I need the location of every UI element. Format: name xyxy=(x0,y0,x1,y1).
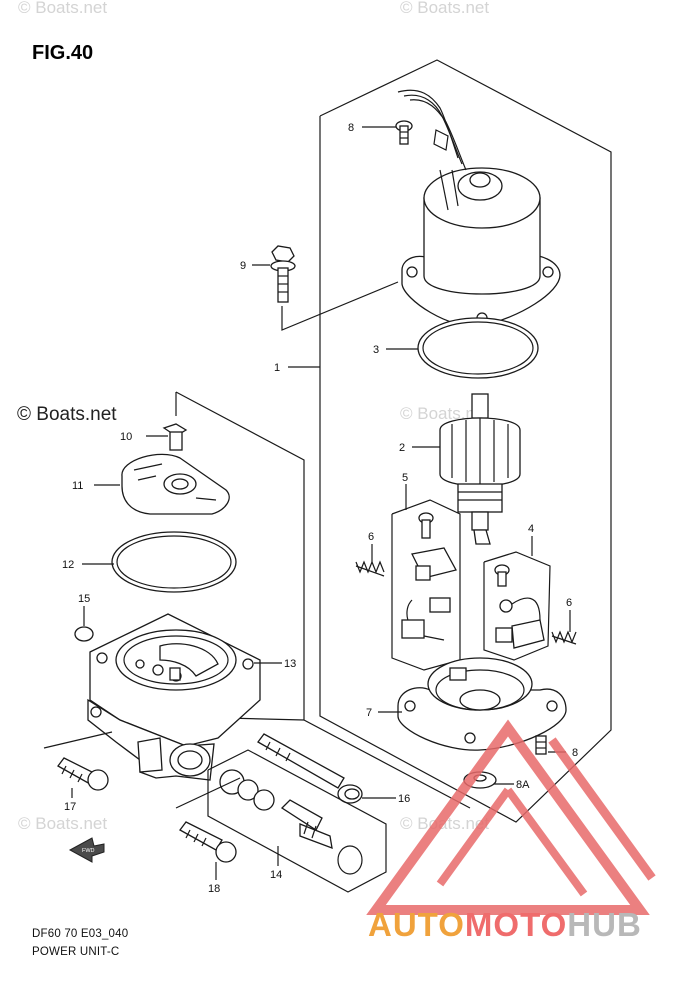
callout-10: 10 xyxy=(120,431,132,443)
callout-9: 9 xyxy=(240,260,246,272)
callout-7: 7 xyxy=(366,707,372,719)
watermark-left-dark: © Boats.net xyxy=(17,404,117,425)
callout-12: 12 xyxy=(62,559,74,571)
callout-14: 14 xyxy=(270,869,282,881)
brand-part-hub: HUB xyxy=(567,906,642,943)
callout-13: 13 xyxy=(284,658,296,670)
brand-part-auto: AUTO xyxy=(368,906,465,943)
brush-holder-5 xyxy=(391,499,461,671)
callout-16: 16 xyxy=(398,793,410,805)
callout-11: 11 xyxy=(72,480,83,492)
callout-4: 4 xyxy=(528,523,534,535)
callout-labels: 8 9 1 3 2 5 4 6 6 7 8 8A 10 11 12 15 13 … xyxy=(62,122,578,895)
callout-2: 2 xyxy=(399,442,405,454)
motor-housing xyxy=(397,89,561,327)
cover-11 xyxy=(121,453,230,515)
fwd-label: FWD xyxy=(82,848,95,854)
callout-8-top: 8 xyxy=(348,122,354,134)
bolt-9 xyxy=(270,245,296,303)
callout-1: 1 xyxy=(274,362,280,374)
watermark-top-center: © Boats.net xyxy=(400,0,490,17)
brand-wordmark: AUTOMOTOHUB xyxy=(368,906,642,944)
fwd-arrow-icon: FWD xyxy=(68,837,105,863)
bolt-16 xyxy=(257,733,363,804)
assembly-frame-1 xyxy=(319,59,612,823)
spring-6-left xyxy=(355,560,385,577)
armature-2 xyxy=(439,393,521,545)
o-ring-12 xyxy=(111,531,237,593)
bolt-8-lower xyxy=(535,735,547,755)
valve-group-14 xyxy=(207,749,387,893)
diagram-code: DF60 70 E03_040 xyxy=(32,928,129,940)
pump-housing-13 xyxy=(87,613,261,781)
brand-part-moto: MOTO xyxy=(464,906,568,943)
spring-6-right xyxy=(551,630,577,645)
leader-9-to-flange xyxy=(281,281,399,331)
callout-3: 3 xyxy=(373,344,379,356)
brush-holder-4 xyxy=(483,551,551,661)
pin-10 xyxy=(162,423,188,451)
watermark-top-left: © Boats.net xyxy=(18,0,108,17)
bolt-18 xyxy=(175,777,241,863)
bolt-17 xyxy=(43,731,113,791)
assembly-frame-left xyxy=(175,391,471,809)
callout-15: 15 xyxy=(78,593,90,605)
bolt-8-top xyxy=(395,120,413,145)
brand-logo-icon xyxy=(366,719,656,915)
callout-17: 17 xyxy=(64,801,76,813)
callout-6-right: 6 xyxy=(566,597,572,609)
diagram-subtitle: POWER UNIT-C xyxy=(32,946,120,958)
callout-8-lower: 8 xyxy=(572,747,578,759)
callout-6-left: 6 xyxy=(368,531,374,543)
figure-title: FIG.40 xyxy=(32,42,94,64)
end-cap-7 xyxy=(397,657,567,751)
leader-lines xyxy=(71,126,571,880)
callout-18: 18 xyxy=(208,883,220,895)
o-ring-15 xyxy=(74,626,94,642)
callout-8A: 8A xyxy=(516,779,530,791)
callout-5: 5 xyxy=(402,472,408,484)
o-ring-3 xyxy=(417,317,539,379)
watermark-bottom-left: © Boats.net xyxy=(18,814,108,833)
